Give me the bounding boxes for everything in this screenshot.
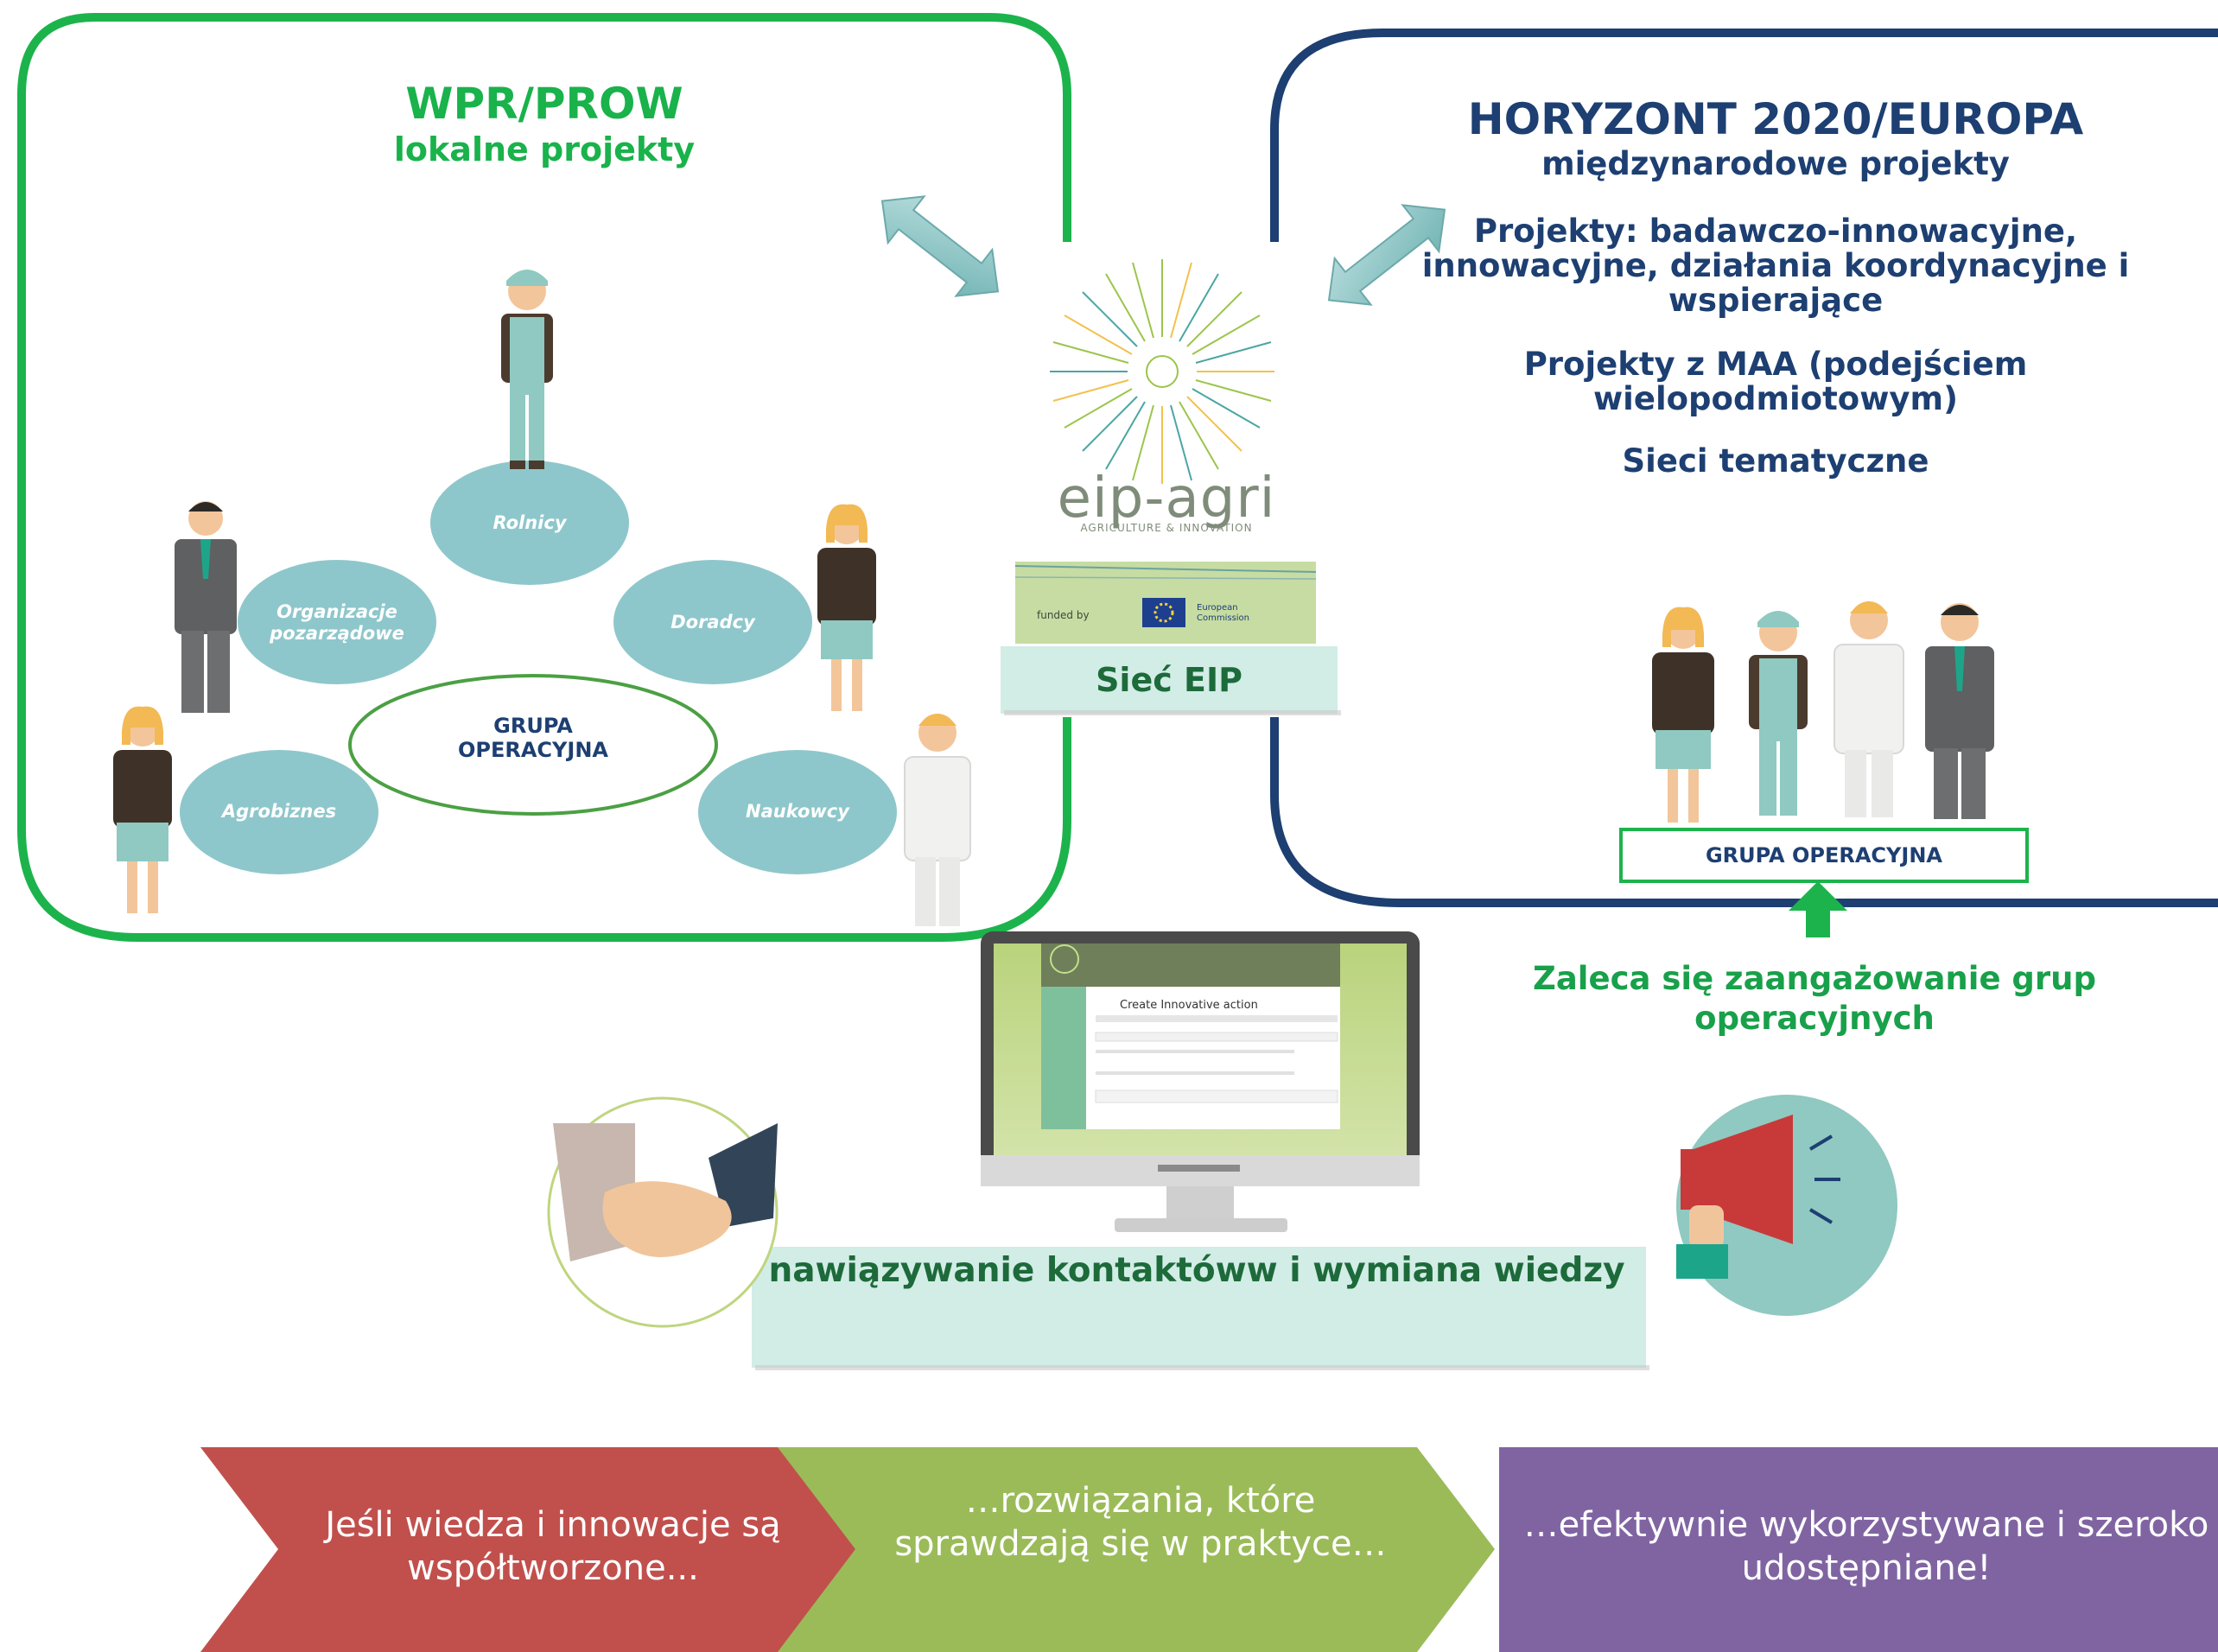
- grupa-operacyjna-label-right: GRUPA OPERACYJNA: [1705, 843, 1942, 867]
- right-maa-text: Projekty z MAA (podejściem wielopodmioto…: [1523, 346, 2028, 417]
- oval-agrobiznes: [180, 750, 378, 874]
- group-businessman-figure: [1925, 603, 1994, 819]
- right-double-arrow: [1327, 204, 1446, 306]
- grupa-operacyjna-label-left: GRUPA OPERACYJNA: [457, 714, 609, 762]
- european-commission-label: European Commission: [1197, 603, 1250, 623]
- right-panel-frame-bottom: [1270, 717, 2218, 907]
- chevron-1: [200, 1447, 942, 1652]
- businessman-figure: [175, 501, 237, 713]
- right-projects-text: Projekty: badawczo-innowacyjne, innowacy…: [1421, 213, 2130, 319]
- group-scientist-figure: [1834, 601, 1904, 817]
- chevron-2: [778, 1447, 1495, 1652]
- woman-advisor-figure: [817, 504, 876, 711]
- eip-agri-tagline: AGRICULTURE & INNOVATION: [1080, 522, 1253, 534]
- group-farmer-figure: [1749, 611, 1808, 816]
- contacts-label: nawiązywanie kontaktóww i wymiana wiedzy: [768, 1251, 1625, 1290]
- megaphone-icon: [1676, 1095, 1897, 1316]
- oval-organizacje: [238, 560, 436, 684]
- left-panel-title: WPR/PROW lokalne projekty: [285, 78, 804, 169]
- oval-rolnicy: [430, 461, 629, 585]
- funded-by-label: funded by: [1037, 609, 1090, 621]
- oval-doradcy: [613, 560, 812, 684]
- green-up-arrow: [1789, 881, 1847, 937]
- woman-agrobusiness-figure: [113, 706, 172, 913]
- recommendation-text: Zaleca się zaangażowanie grup operacyjny…: [1533, 960, 2096, 1037]
- oval-label-doradcy: Doradcy: [670, 612, 755, 632]
- siec-eip-box: [1001, 646, 1338, 714]
- left-panel-frame: [17, 13, 1071, 942]
- left-double-arrow: [880, 195, 1000, 297]
- group-woman-figure: [1652, 607, 1714, 823]
- siec-eip-label: Sieć EIP: [1096, 661, 1242, 699]
- chevron-1-text: Jeśli wiedza i innowacje są współtworzon…: [325, 1505, 781, 1588]
- right-panel-frame: [1270, 29, 2218, 242]
- chevron-2-text: …rozwiązania, które sprawdzają się w pra…: [894, 1481, 1387, 1564]
- contacts-box: [752, 1247, 1646, 1368]
- right-panel-heading: HORYZONT 2020/EUROPA: [1467, 94, 2084, 144]
- chevron-3-text: …efektywnie wykorzystywane i szeroko udo…: [1523, 1505, 2209, 1588]
- oval-grupa: [348, 674, 718, 816]
- left-panel-subheading: lokalne projekty: [393, 130, 696, 168]
- oval-naukowcy: [698, 750, 897, 874]
- eip-agri-wordmark: eip-agri: [1057, 467, 1276, 531]
- scientist-figure: [904, 714, 971, 926]
- grupa-right-box: [1619, 828, 2029, 883]
- eip-agri-logo: [1050, 259, 1274, 484]
- eu-flag-icon: [1142, 598, 1185, 627]
- left-panel-heading: WPR/PROW: [405, 79, 683, 129]
- oval-label-naukowcy: Naukowcy: [746, 801, 849, 822]
- farmer-figure: [501, 270, 553, 469]
- screen-heading: Create Innovative action: [1120, 999, 1258, 1012]
- oval-label-rolnicy: Rolnicy: [493, 512, 567, 533]
- handshake-icon: [547, 1096, 779, 1328]
- oval-label-organizacje: Organizacje pozarządowe: [270, 601, 404, 644]
- monitor-illustration: [981, 931, 1420, 1232]
- oval-label-agrobiznes: Agrobiznes: [221, 801, 337, 822]
- right-networks-text: Sieci tematyczne: [1622, 442, 1929, 480]
- chevron-3: [1499, 1447, 2218, 1652]
- right-panel-subheading: międzynarodowe projekty: [1541, 145, 2010, 182]
- right-panel-title: HORYZONT 2020/EUROPA międzynarodowe proj…: [1365, 93, 2186, 183]
